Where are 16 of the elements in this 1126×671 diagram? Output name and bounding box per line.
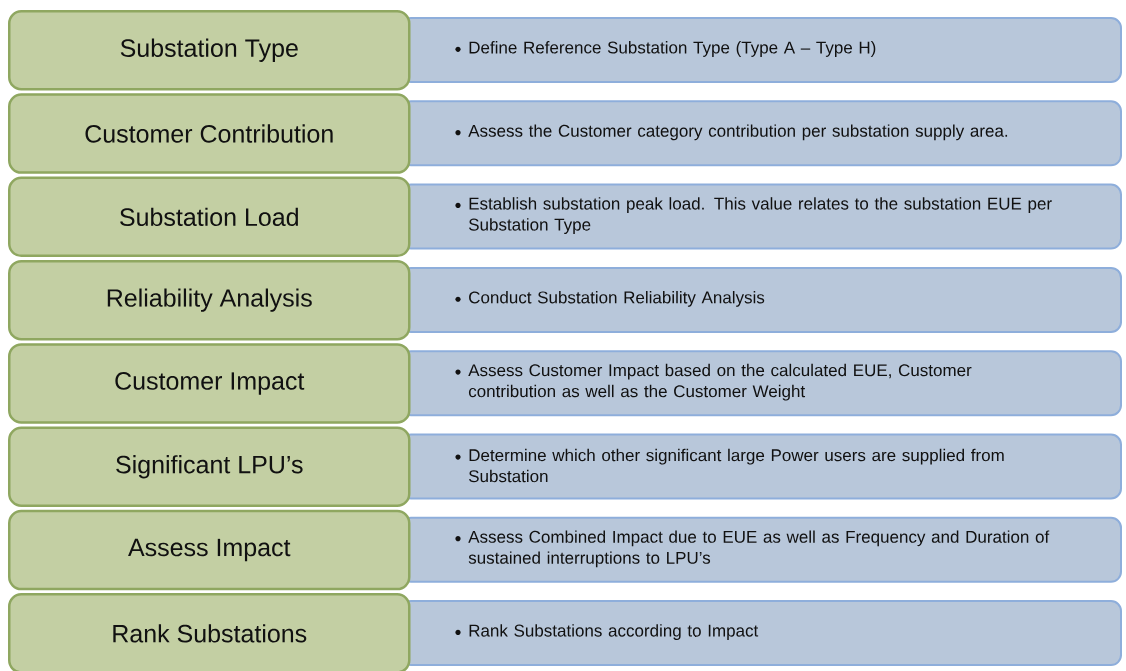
step-box: Reliability Analysis <box>8 259 411 341</box>
step-box: Substation Type <box>8 10 411 91</box>
description-panel: Conduct Substation Reliability Analysis <box>400 266 1122 333</box>
step-box: Customer Impact <box>8 343 411 424</box>
description-panel: Assess Combined Impact due to EUE as well as Frequency and Duration of sustained interruptions to LPU’s <box>400 516 1122 583</box>
step-box: Rank Substations <box>8 593 411 671</box>
description-panel: Establish substation peak load. This value relates to the substation EUE per Substation Type <box>400 183 1122 250</box>
step-box: Assess Impact <box>8 509 411 591</box>
description-panel: Assess the Customer category contribution per substation supply area. <box>400 100 1122 167</box>
step-box: Significant LPU’s <box>8 426 411 507</box>
description-panel: Assess Customer Impact based on the calculated EUE, Customer contribution as well as the Customer Weight <box>400 350 1122 417</box>
description-panel: Define Reference Substation Type (Type A – Type H) <box>400 17 1122 83</box>
step-box: Customer Contribution <box>8 93 411 174</box>
description-panel: Determine which other significant large Power users are supplied from Substation <box>400 433 1122 500</box>
description-panel: Rank Substations according to Impact <box>400 600 1122 667</box>
step-box: Substation Load <box>8 176 411 258</box>
